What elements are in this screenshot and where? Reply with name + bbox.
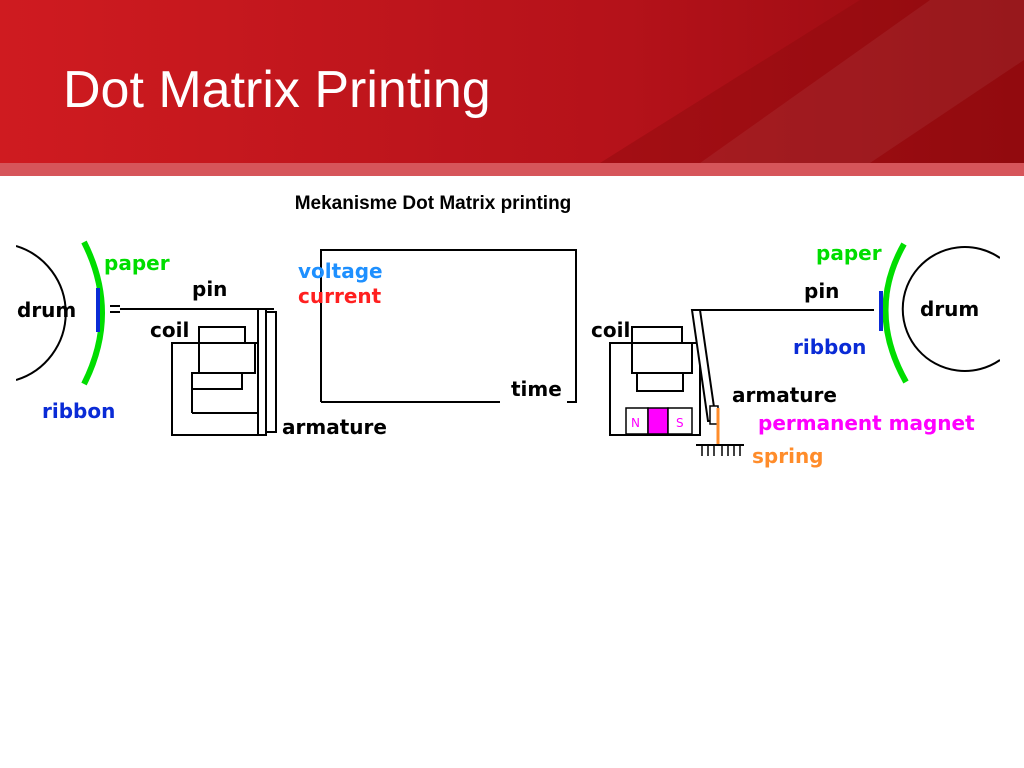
banner-highlight-shape bbox=[700, 0, 1024, 163]
right-coil-winding-bottom bbox=[636, 372, 684, 392]
graph-pulse-waveform bbox=[321, 249, 577, 403]
right-drum-label: drum bbox=[920, 297, 979, 321]
right-magnet-north-pole-label: N bbox=[631, 416, 640, 430]
right-permanent-magnet-label: permanent magnet bbox=[758, 411, 975, 435]
graph-current-label: current bbox=[298, 284, 382, 308]
right-paper-sheet bbox=[882, 242, 909, 384]
left-coil-label: coil bbox=[150, 318, 189, 342]
right-coil-winding bbox=[631, 342, 693, 374]
mechanism-illustration: drum paper pin coil ribbon armature volt… bbox=[16, 240, 1000, 468]
title-banner bbox=[0, 0, 1024, 176]
right-pin-label: pin bbox=[804, 279, 839, 303]
banner-bottom-stripe bbox=[0, 163, 1024, 176]
left-drum-label: drum bbox=[17, 298, 76, 322]
banner-graphic bbox=[0, 0, 1024, 176]
right-magnet-south-block bbox=[667, 407, 693, 435]
left-coil-winding-top bbox=[198, 326, 246, 344]
banner-accent-shape bbox=[600, 0, 1024, 163]
right-paper-label: paper bbox=[816, 241, 882, 265]
left-ribbon-label: ribbon bbox=[42, 399, 115, 423]
diagram-caption: Mekanisme Dot Matrix printing bbox=[294, 193, 572, 214]
right-coil-winding-top bbox=[631, 326, 683, 344]
graph-time-label: time bbox=[511, 377, 562, 401]
right-permanent-magnet-core bbox=[647, 407, 669, 435]
left-paper-label: paper bbox=[104, 251, 170, 275]
right-magnet-south-pole-label: S bbox=[676, 416, 684, 430]
left-mechanism: drum paper pin coil ribbon armature bbox=[16, 240, 387, 439]
left-pin-label: pin bbox=[192, 277, 227, 301]
right-coil-label: coil bbox=[591, 318, 630, 342]
right-drum-outline bbox=[901, 246, 1000, 372]
right-mechanism: N S paper pin drum ribbon coil armature … bbox=[591, 241, 1000, 468]
left-armature-bar bbox=[257, 308, 267, 436]
graph-voltage-label: voltage bbox=[298, 259, 383, 283]
right-armature-label: armature bbox=[732, 383, 837, 407]
slide-title: Dot Matrix Printing bbox=[63, 61, 491, 119]
left-armature-label: armature bbox=[282, 415, 387, 439]
left-coil-winding bbox=[198, 342, 256, 374]
left-coil-winding-bottom bbox=[191, 372, 243, 390]
left-armature-plate bbox=[265, 311, 277, 433]
banner-background bbox=[0, 0, 1024, 163]
dot-matrix-diagram: drum paper pin coil ribbon armature volt… bbox=[16, 236, 1000, 476]
right-spring-label: spring bbox=[752, 444, 824, 468]
right-ribbon-label: ribbon bbox=[793, 335, 866, 359]
left-drum-outline bbox=[16, 245, 67, 381]
pulse-graph: voltage current time bbox=[298, 249, 577, 403]
right-armature-lever bbox=[690, 309, 718, 422]
left-paper-sheet bbox=[81, 240, 105, 386]
